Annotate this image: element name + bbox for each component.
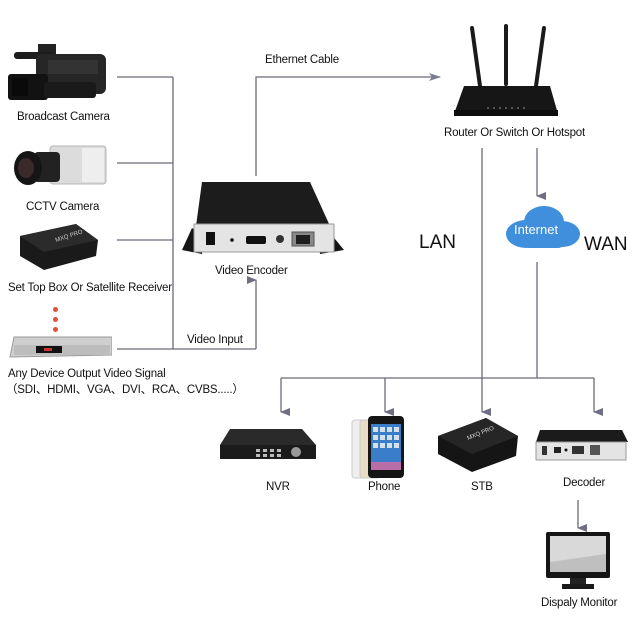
ethernet-cable-line [255,73,441,176]
cctv-camera-icon [14,145,107,185]
nvr-label: NVR [266,481,290,493]
set-top-box-icon: MXQ PRO [438,418,518,472]
cctv-camera-label: CCTV Camera [26,201,100,213]
monitor-icon [546,532,610,589]
video-encoder-label: Video Encoder [215,265,288,277]
cctv-camera-node [12,142,108,190]
wan-zone-label: WAN [584,234,628,255]
broadcast-camera-label: Broadcast Camera [17,111,110,123]
video-encoder-node [180,178,346,258]
monitor-label: Dispaly Monitor [541,597,618,609]
set-top-box-label: Set Top Box Or Satellite Receiver [8,282,172,294]
cloud-icon [506,206,580,248]
video-decoder-icon [535,430,628,461]
ellipsis-dot [53,307,58,312]
router-icon [454,24,558,116]
any-device-label: Any Device Output Video Signal [8,368,166,380]
phone-node [350,416,406,480]
nvr-node [218,425,318,465]
router-node [450,24,560,120]
monitor-node [544,530,612,592]
lan-zone-label: LAN [419,232,456,253]
smartphone-icon [351,416,404,479]
ethernet-cable-label: Ethernet Cable [265,54,339,66]
stb-node: MXQ PRO [436,414,520,474]
video-camera-icon [8,44,106,100]
internet-cloud-node: Internet [504,204,582,250]
ellipsis-dot [53,317,58,322]
any-device-sublabel: （SDI、HDMI、VGA、DVI、RCA、CVBS.....） [6,384,244,396]
decoder-node [532,428,630,468]
dvd-player-icon [9,336,113,358]
stb-label: STB [471,481,493,493]
video-input-label: Video Input [187,334,243,346]
router-label: Router Or Switch Or Hotspot [444,127,585,139]
phone-label: Phone [368,481,401,493]
any-device-node [8,335,113,361]
set-top-box-icon: MXQ PRO [20,224,98,270]
nvr-icon [220,429,316,459]
set-top-box-node: MXQ PRO [16,222,100,272]
internet-label: Internet [514,222,559,237]
decoder-label: Decoder [563,477,606,489]
ellipsis-dot [53,327,58,332]
broadcast-camera-node [8,40,108,106]
video-encoder-icon [182,182,344,254]
